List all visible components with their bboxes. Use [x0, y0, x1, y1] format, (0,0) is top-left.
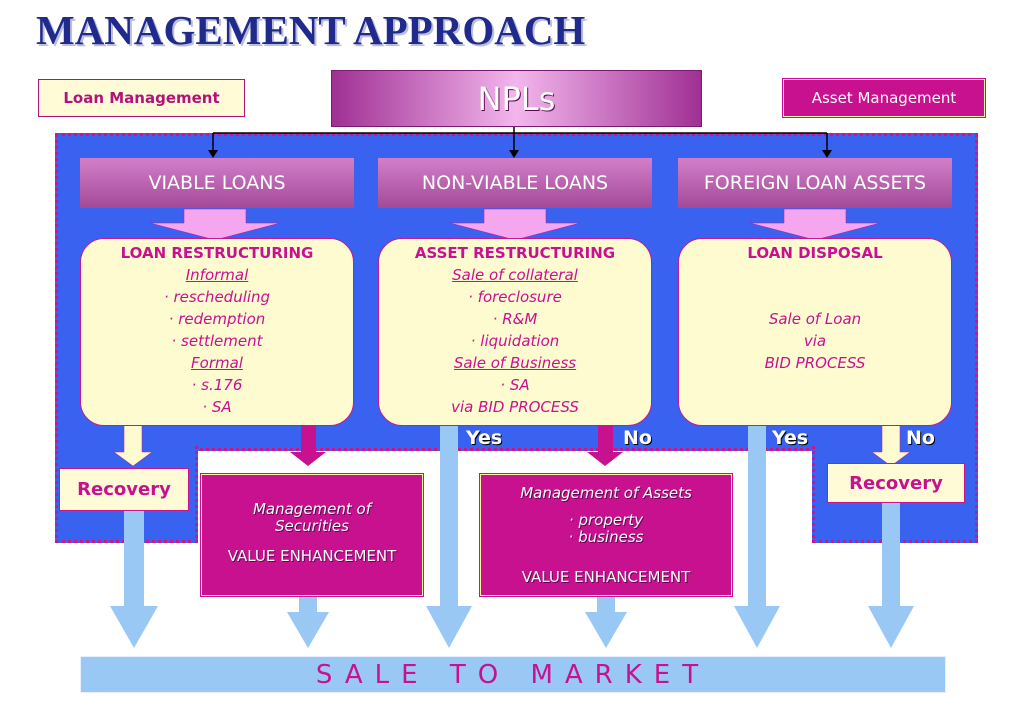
- pink-arrow-1: [149, 208, 281, 241]
- yes-label-center: Yes: [466, 427, 503, 449]
- sale-to-market-bar: SALE TO MARKET: [80, 656, 946, 693]
- assets-title: Management of Assets: [520, 484, 692, 502]
- blue-arrow-6: [868, 503, 914, 648]
- item-redemption: · redemption: [168, 310, 266, 328]
- blue-arrow-5: [734, 424, 780, 648]
- yellow-arrow-left: [113, 423, 153, 467]
- pink-arrow-3: [749, 208, 881, 241]
- disposal-line-2: via: [803, 332, 827, 350]
- category-foreign-loan-assets: FOREIGN LOAN ASSETS: [678, 158, 952, 208]
- branch-right-head: [822, 150, 832, 158]
- category-viable-loans: VIABLE LOANS: [80, 158, 354, 208]
- sale-to-market-label: SALE TO MARKET: [315, 659, 711, 690]
- item-foreclosure: · foreclosure: [468, 288, 562, 306]
- disposal-line-3: BID PROCESS: [764, 354, 866, 372]
- branch-center-head: [509, 150, 519, 158]
- branch-left-head: [208, 150, 218, 158]
- informal-label: Informal: [185, 266, 249, 284]
- management-of-assets-box: Management of Assets · property · busine…: [479, 473, 733, 597]
- page-title: MANAGEMENT APPROACH: [36, 7, 586, 53]
- loan-disposal-box: LOAN DISPOSAL Sale of Loan via BID PROCE…: [678, 238, 952, 426]
- loan-disposal-heading: LOAN DISPOSAL: [747, 244, 883, 262]
- asset-restructuring-heading: ASSET RESTRUCTURING: [414, 244, 616, 262]
- item-s176: · s.176: [191, 376, 243, 394]
- yes-label-right: Yes: [772, 427, 809, 449]
- blue-arrow-1: [110, 511, 158, 648]
- magenta-arrow-2: [587, 424, 623, 466]
- magenta-arrow-1: [290, 424, 326, 466]
- no-label-center: No: [623, 427, 652, 449]
- no-label-right: No: [906, 427, 935, 449]
- asset-management-tag: Asset Management: [782, 78, 986, 118]
- category-non-viable-loans: NON-VIABLE LOANS: [378, 158, 652, 208]
- blue-arrow-3: [426, 424, 472, 648]
- assets-item-property: · property: [568, 511, 644, 529]
- item-liquidation: · liquidation: [470, 332, 560, 350]
- assets-value: VALUE ENHANCEMENT: [521, 568, 691, 586]
- securities-value: VALUE ENHANCEMENT: [227, 547, 397, 565]
- blue-arrow-2: [287, 597, 329, 648]
- item-settlement: · settlement: [171, 332, 263, 350]
- securities-title: Management of Securities: [252, 500, 372, 535]
- item-sa: · SA: [202, 398, 232, 416]
- item-business-sa: · SA: [500, 376, 530, 394]
- recovery-box-left: Recovery: [59, 468, 189, 511]
- asset-restructuring-box: ASSET RESTRUCTURING Sale of collateral ·…: [378, 238, 652, 426]
- assets-item-business: · business: [568, 528, 644, 546]
- item-rm: · R&M: [492, 310, 538, 328]
- item-rescheduling: · rescheduling: [163, 288, 271, 306]
- pink-arrow-2: [449, 208, 581, 241]
- blue-arrow-4: [585, 597, 627, 648]
- management-of-securities-box: Management of Securities VALUE ENHANCEME…: [200, 473, 424, 597]
- sale-of-collateral-label: Sale of collateral: [452, 266, 578, 284]
- npls-node: NPLs: [331, 70, 702, 127]
- formal-label: Formal: [191, 354, 243, 372]
- loan-restructuring-box: LOAN RESTRUCTURING Informal · rescheduli…: [80, 238, 354, 426]
- via-bid-process: via BID PROCESS: [451, 398, 579, 416]
- loan-restructuring-heading: LOAN RESTRUCTURING: [120, 244, 314, 262]
- loan-management-tag: Loan Management: [38, 79, 245, 117]
- recovery-box-right: Recovery: [827, 463, 965, 503]
- yellow-arrow-right: [871, 423, 911, 467]
- disposal-line-1: Sale of Loan: [768, 310, 862, 328]
- sale-of-business-label: Sale of Business: [453, 354, 577, 372]
